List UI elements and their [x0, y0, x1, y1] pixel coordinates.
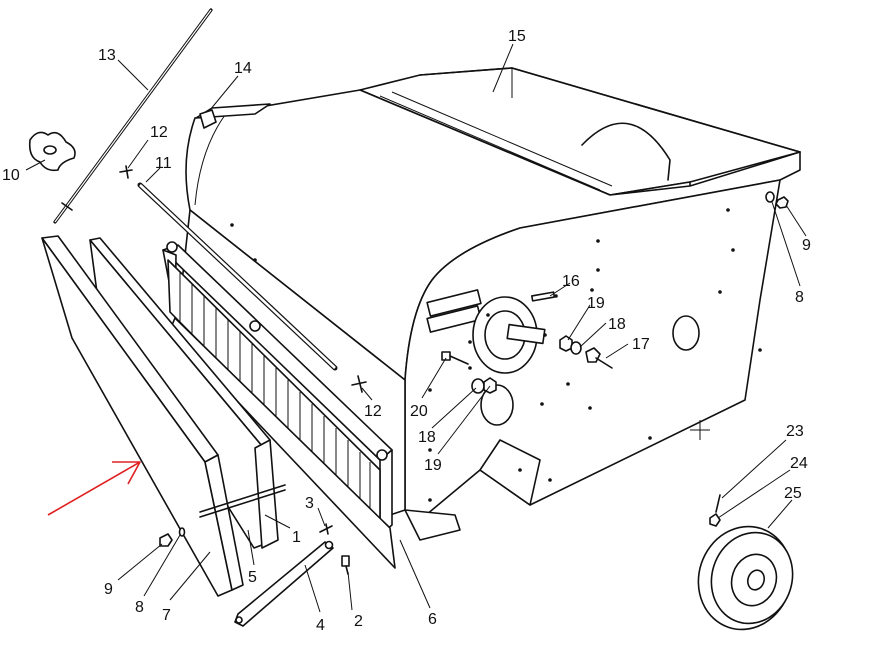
drum-cap [195, 103, 271, 129]
arm-4 [234, 540, 334, 627]
callout-1: 1 [292, 529, 301, 546]
grate-frame [162, 241, 396, 569]
callout-15: 15 [508, 28, 526, 45]
washer-18-left [471, 378, 485, 394]
bolt-20 [441, 351, 469, 365]
pin-16 [531, 291, 556, 302]
nut-19-right [559, 335, 573, 352]
wheel-assembly [697, 494, 794, 631]
rod-1 [199, 484, 286, 518]
callout-8-lower: 8 [135, 599, 144, 616]
red-arrow [47, 461, 141, 516]
rod-11 [137, 182, 338, 371]
pin-12-bottom [351, 375, 367, 393]
callout-16: 16 [562, 273, 580, 290]
callout-5: 5 [248, 569, 257, 586]
callout-14: 14 [234, 60, 252, 77]
callout-24: 24 [790, 455, 808, 472]
leader-lines [25, 43, 807, 613]
callout-23: 23 [786, 423, 804, 440]
bolt-2 [341, 555, 350, 575]
callout-17: 17 [632, 336, 650, 353]
callout-12-bottom: 12 [364, 403, 382, 420]
washer-8-lower [178, 527, 186, 537]
callout-19-left: 19 [424, 457, 442, 474]
callout-9-lower: 9 [104, 581, 113, 598]
bolt-17 [585, 347, 613, 369]
callout-10: 10 [2, 167, 20, 184]
callout-9-right: 9 [802, 237, 811, 254]
pin-12-top [119, 165, 133, 179]
callout-19-right: 19 [587, 295, 605, 312]
callout-25: 25 [784, 485, 802, 502]
callout-13: 13 [98, 47, 116, 64]
callout-8-right: 8 [795, 289, 804, 306]
callout-6: 6 [428, 611, 437, 628]
callout-18-left: 18 [418, 429, 436, 446]
callout-11: 11 [155, 155, 172, 172]
callout-2: 2 [354, 613, 363, 630]
knob-10 [28, 131, 76, 172]
callout-3: 3 [305, 495, 314, 512]
washer-18-right [570, 341, 582, 355]
nut-9-lower [159, 533, 173, 547]
callout-18-right: 18 [608, 316, 626, 333]
callout-4: 4 [316, 617, 325, 634]
callout-20: 20 [410, 403, 428, 420]
callout-12-top: 12 [150, 124, 168, 141]
front-panel-7 [41, 235, 244, 597]
callout-labels: 1 2 3 4 5 6 7 8 8 9 9 10 11 12 12 13 14 … [2, 28, 811, 634]
pin-3 [319, 523, 333, 535]
rod-13 [53, 8, 213, 224]
callout-7: 7 [162, 607, 171, 624]
